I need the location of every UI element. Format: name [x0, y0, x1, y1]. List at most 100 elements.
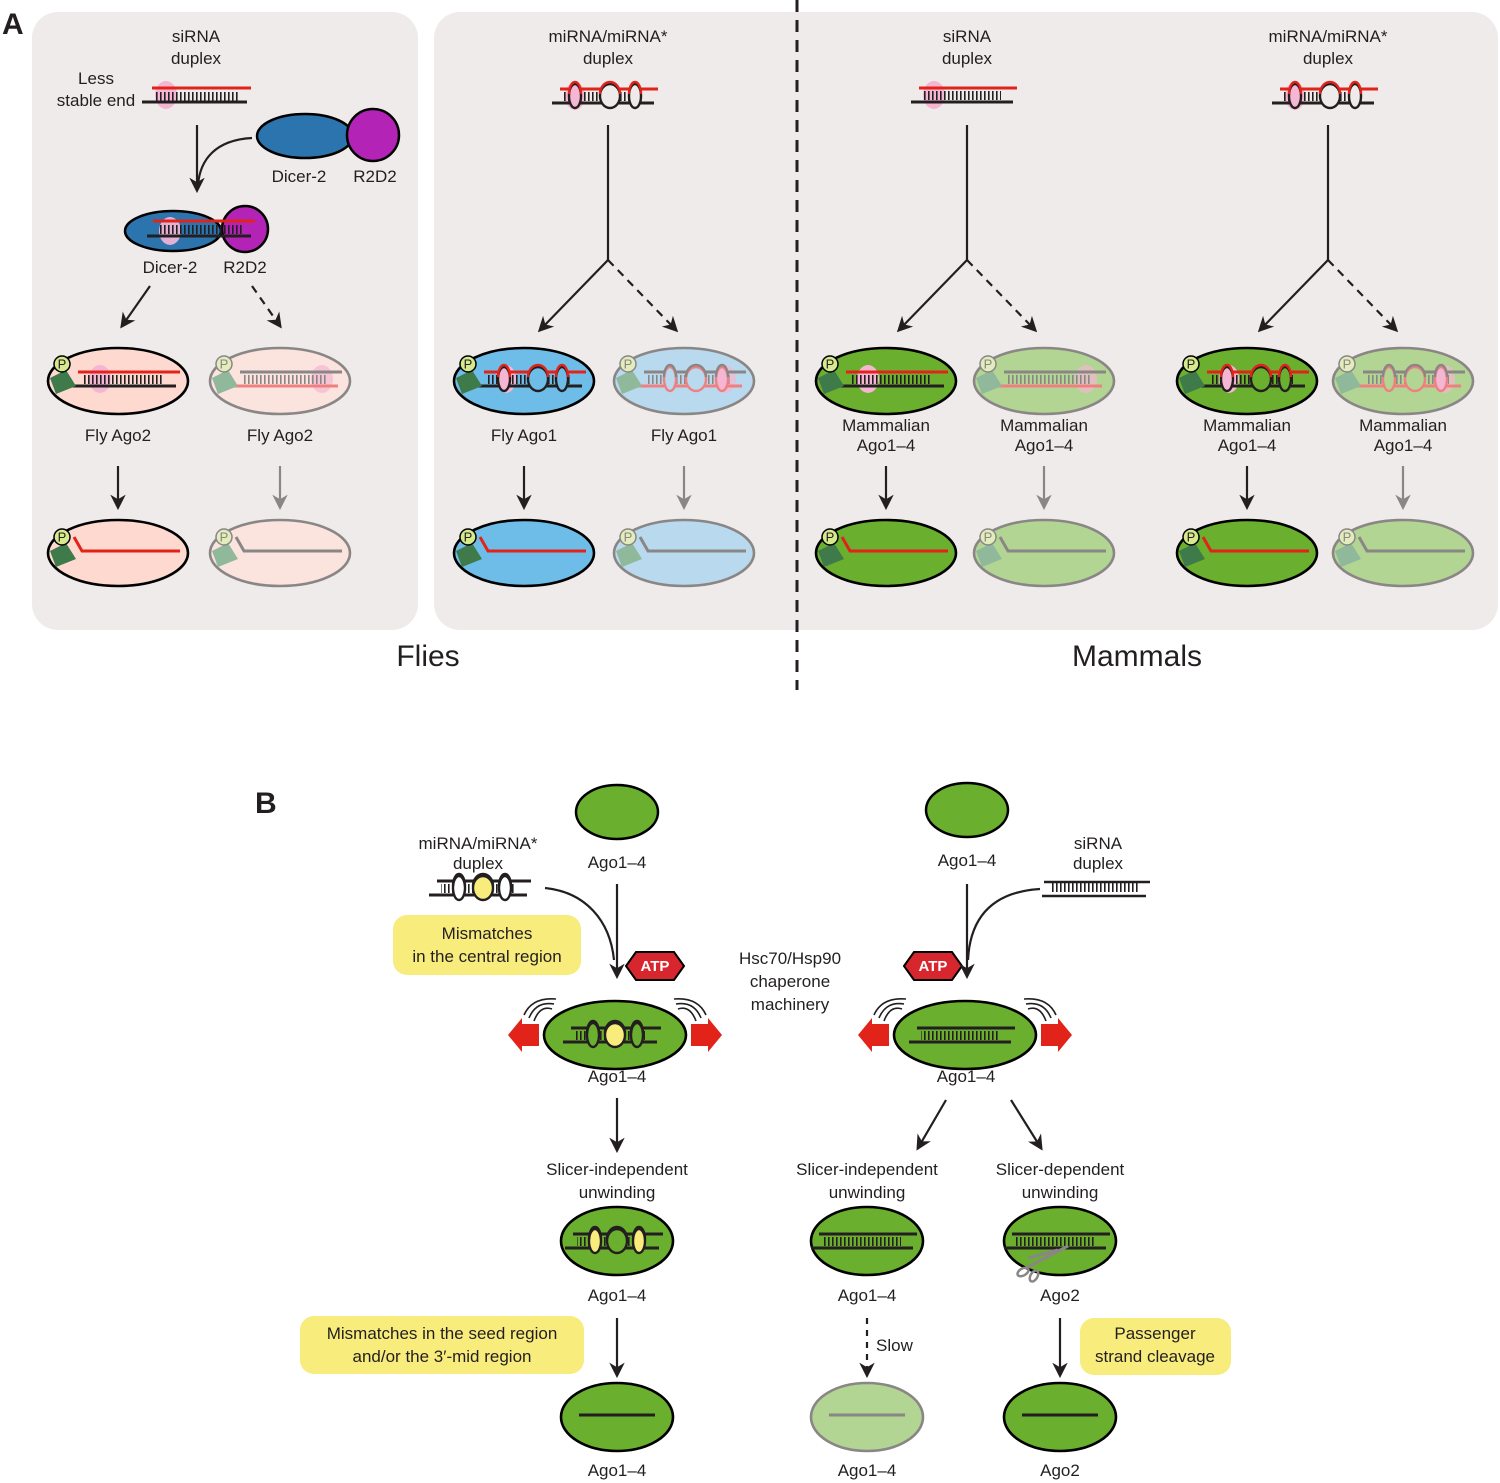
step-label: unwinding — [829, 1183, 906, 1202]
argonaute-icon — [1002, 1381, 1118, 1453]
guide-strand — [1201, 536, 1309, 553]
ago-label: Ago1–4 — [588, 853, 647, 872]
bulge-top — [1433, 363, 1449, 378]
less-stable-end-label: Less — [78, 69, 114, 88]
bulge — [497, 874, 513, 902]
dicer-2-label: Dicer-2 — [143, 258, 198, 277]
duplex-label: duplex — [583, 49, 634, 68]
mirna-mammal-panel — [434, 12, 1498, 630]
dashed-arrow-icon — [966, 259, 1038, 333]
bulge — [1287, 82, 1303, 110]
bulge — [1318, 82, 1342, 110]
push-left-arrow-icon — [858, 1018, 889, 1052]
chaperone-label: chaperone — [750, 972, 830, 991]
chaperone-label: Hsc70/Hsp90 — [739, 949, 841, 968]
ago-complex: P — [814, 346, 958, 416]
vibration-arc — [1027, 1007, 1047, 1022]
mature-ago: P — [452, 518, 596, 588]
dicer-2-label: Dicer-2 — [272, 167, 327, 186]
duplex-label: miRNA/miRNA* — [1269, 27, 1388, 46]
ago-complex-faded: P — [972, 346, 1116, 416]
duplex-icon — [911, 81, 1017, 109]
callout-text: Mismatches in the seed region — [327, 1324, 558, 1343]
phosphate-label: P — [1343, 530, 1352, 545]
flies-group-label: Flies — [396, 640, 459, 673]
guide-strand — [234, 536, 342, 553]
dashed-arrow-icon — [1327, 259, 1399, 333]
ago-label: Ago1–4 — [1218, 436, 1277, 455]
phosphate-label: P — [1343, 357, 1352, 372]
mature-ago: P — [814, 518, 958, 588]
bulge-top — [497, 872, 513, 887]
bulge-top — [567, 80, 583, 95]
chaperone-label: machinery — [751, 995, 830, 1014]
bulge-top — [631, 1225, 647, 1240]
bulge-top — [1403, 363, 1427, 378]
scissors-icon — [1016, 1244, 1069, 1283]
ago-label: Ago1–4 — [938, 851, 997, 870]
atp-icon: ATP — [624, 951, 686, 981]
phosphate-label: P — [220, 530, 229, 545]
bulge — [1347, 82, 1363, 110]
bulge — [627, 82, 643, 110]
bulge — [587, 1227, 603, 1255]
phosphate-icon — [53, 528, 71, 546]
mid-domain-icon — [818, 543, 844, 567]
base-pairs — [823, 1237, 901, 1246]
arrow-icon — [1257, 259, 1329, 333]
atp-label: ATP — [919, 958, 948, 975]
bulge-top — [585, 1019, 601, 1034]
ago-label: Mammalian — [1203, 416, 1291, 435]
vibration-arc — [1025, 1002, 1052, 1019]
callout-central-mismatch — [393, 915, 581, 975]
bulge — [567, 82, 583, 110]
bulge-top — [684, 363, 708, 378]
ago-complex: P — [1175, 346, 1319, 416]
bulge — [598, 82, 622, 110]
ago-label: Ago1–4 — [937, 1067, 996, 1086]
ago-label: Ago1–4 — [1015, 436, 1074, 455]
phosphate-icon — [619, 528, 637, 546]
unwinding-ago2-sirna — [1002, 1205, 1118, 1277]
ago-label: Ago1–4 — [857, 436, 916, 455]
phosphate-label: P — [1187, 357, 1196, 372]
dicer-2-icon — [255, 112, 355, 160]
mid-domain-icon — [616, 543, 642, 567]
guide-strand — [840, 536, 948, 553]
unwinding-ago-sirna — [809, 1205, 925, 1277]
mid-domain-icon — [1335, 543, 1361, 567]
mid-domain-icon — [1335, 370, 1361, 394]
mid-domain-icon — [456, 543, 482, 567]
phosphate-label: P — [1187, 530, 1196, 545]
callout-text: and/or the 3′-mid region — [353, 1347, 532, 1366]
bulge-top — [629, 1019, 645, 1034]
atp-icon: ATP — [902, 951, 964, 981]
mid-domain-icon — [818, 370, 844, 394]
duplex-label: duplex — [453, 854, 504, 873]
argonaute-icon — [814, 518, 958, 588]
bulge-top — [714, 363, 730, 378]
push-right-arrow-icon — [1041, 1018, 1072, 1052]
ago-complex-faded: P — [612, 346, 756, 416]
phosphate-icon — [459, 355, 477, 373]
arrow-icon — [120, 285, 151, 329]
callout-seed-mismatch — [300, 1316, 584, 1374]
phosphate-icon — [1182, 528, 1200, 546]
argonaute-icon — [559, 1381, 675, 1453]
base-pairs — [850, 375, 932, 384]
phosphate-label: P — [464, 530, 473, 545]
ago-label: Mammalian — [1000, 416, 1088, 435]
mature-ago-faded: P — [612, 518, 756, 588]
panel-a-letter: A — [2, 8, 24, 41]
empty-ago-icon — [574, 783, 660, 841]
duplex-label: siRNA — [1074, 834, 1123, 853]
bulge — [451, 874, 467, 902]
phosphate-label: P — [984, 530, 993, 545]
bulge — [662, 365, 678, 393]
bulge — [585, 1021, 601, 1049]
mature-ago-faded: P — [1331, 518, 1475, 588]
guide-strand — [1357, 536, 1465, 553]
bulge-top — [598, 80, 622, 95]
base-pairs — [1008, 375, 1090, 384]
